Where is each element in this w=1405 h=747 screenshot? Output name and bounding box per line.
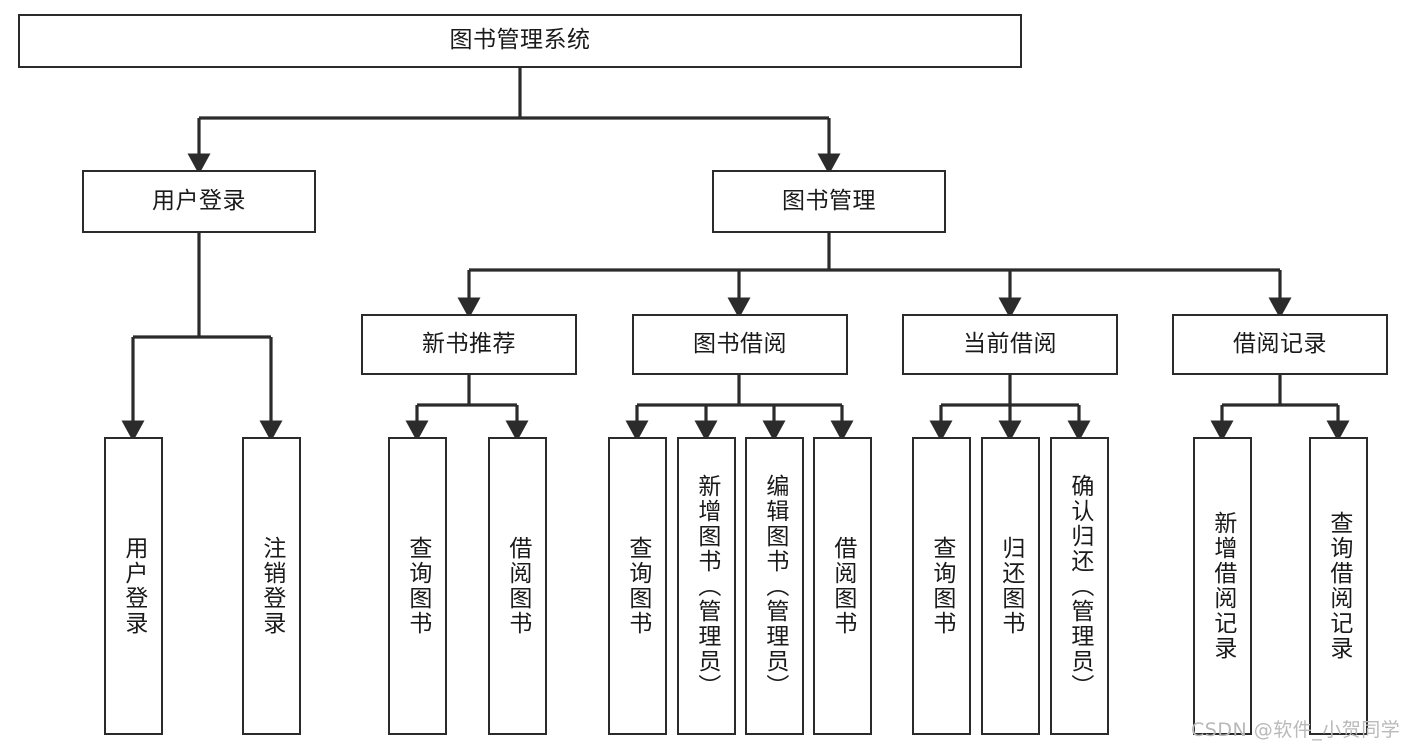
node-label: 图书管理 bbox=[782, 187, 876, 214]
leaf-return-book[interactable]: 归还图书 bbox=[981, 437, 1040, 735]
node-label: 编辑图书（管理员） bbox=[761, 473, 788, 699]
leaf-query-book-recommend[interactable]: 查询图书 bbox=[388, 437, 447, 735]
node-book-borrow[interactable]: 图书借阅 bbox=[632, 314, 848, 375]
leaf-borrow-book-recommend[interactable]: 借阅图书 bbox=[488, 437, 547, 735]
node-label: 归还图书 bbox=[997, 536, 1024, 636]
leaf-add-book-admin[interactable]: 新增图书（管理员） bbox=[677, 437, 736, 735]
leaf-query-book-borrow[interactable]: 查询图书 bbox=[608, 437, 667, 735]
node-borrow-record[interactable]: 借阅记录 bbox=[1172, 314, 1388, 375]
leaf-query-book-current[interactable]: 查询图书 bbox=[912, 437, 971, 735]
node-book-management[interactable]: 图书管理 bbox=[712, 170, 946, 233]
leaf-user-login[interactable]: 用户登录 bbox=[104, 437, 163, 735]
node-label: 图书管理系统 bbox=[449, 27, 591, 54]
node-root-library-system[interactable]: 图书管理系统 bbox=[18, 14, 1022, 68]
leaf-add-borrow-record[interactable]: 新增借阅记录 bbox=[1193, 437, 1252, 735]
node-label: 借阅记录 bbox=[1233, 330, 1327, 357]
node-label: 用户登录 bbox=[120, 536, 147, 636]
node-user-login[interactable]: 用户登录 bbox=[82, 170, 316, 233]
node-label: 查询图书 bbox=[404, 536, 431, 636]
node-label: 新增图书（管理员） bbox=[693, 473, 720, 699]
leaf-borrow-book[interactable]: 借阅图书 bbox=[813, 437, 872, 735]
node-label: 新增借阅记录 bbox=[1209, 511, 1236, 661]
node-current-borrow[interactable]: 当前借阅 bbox=[902, 314, 1118, 375]
node-label: 当前借阅 bbox=[963, 330, 1057, 357]
node-label: 借阅图书 bbox=[829, 536, 856, 636]
leaf-logout[interactable]: 注销登录 bbox=[242, 437, 301, 735]
leaf-query-borrow-record[interactable]: 查询借阅记录 bbox=[1309, 437, 1368, 735]
leaf-edit-book-admin[interactable]: 编辑图书（管理员） bbox=[745, 437, 804, 735]
node-label: 查询图书 bbox=[624, 536, 651, 636]
node-label: 查询借阅记录 bbox=[1325, 511, 1352, 661]
node-label: 确认归还（管理员） bbox=[1066, 473, 1093, 699]
node-label: 注销登录 bbox=[258, 536, 285, 636]
leaf-confirm-return-admin[interactable]: 确认归还（管理员） bbox=[1050, 437, 1109, 735]
node-label: 查询图书 bbox=[928, 536, 955, 636]
node-label: 用户登录 bbox=[152, 187, 246, 214]
node-new-book-recommend[interactable]: 新书推荐 bbox=[361, 314, 577, 375]
node-label: 图书借阅 bbox=[693, 330, 787, 357]
node-label: 新书推荐 bbox=[422, 330, 516, 357]
node-label: 借阅图书 bbox=[504, 536, 531, 636]
